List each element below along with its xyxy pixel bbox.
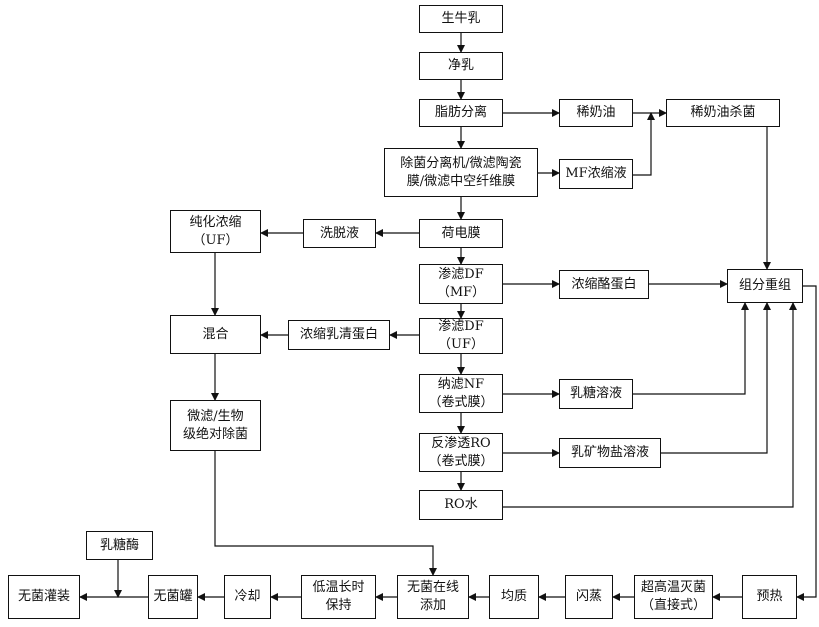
node-uht-sterilization: 超高温灭菌 （直接式） xyxy=(634,575,713,619)
node-eluate: 洗脱液 xyxy=(303,219,376,248)
node-reverse-osmosis: 反渗透RO （卷式膜） xyxy=(419,433,503,472)
node-aseptic-filling: 无菌灌装 xyxy=(8,575,80,619)
arrow-recombination-to-preheat xyxy=(796,285,817,601)
node-mixing: 混合 xyxy=(170,315,261,354)
node-clean-milk: 净乳 xyxy=(419,52,503,80)
node-lactase: 乳糖酶 xyxy=(86,531,153,560)
node-recombination: 组分重组 xyxy=(727,269,803,303)
arrow-mf-to-creamsterilization xyxy=(633,112,655,176)
node-charged-membrane: 荷电膜 xyxy=(419,219,503,248)
node-diafiltration-mf: 渗滤DF （MF） xyxy=(419,264,503,304)
arrow-mineral-to-recombination xyxy=(661,302,771,454)
node-lactose-solution: 乳糖溶液 xyxy=(559,379,633,409)
node-aseptic-inline-add: 无菌在线 添加 xyxy=(397,575,469,619)
node-micro-sterilization: 微滤/生物 级绝对除菌 xyxy=(170,400,261,451)
arrow-lactose-to-recombination xyxy=(633,302,749,395)
node-preheat: 预热 xyxy=(742,575,797,619)
node-raw-milk: 生牛乳 xyxy=(419,5,503,33)
node-purify-concentrate: 纯化浓缩 （UF） xyxy=(170,210,261,253)
arrow-rowater-to-recombination xyxy=(503,302,797,508)
node-ro-water: RO水 xyxy=(419,490,503,520)
node-low-temp-hold: 低温长时 保持 xyxy=(301,575,376,619)
arrow-microsterilization-to-inlineadd xyxy=(214,451,437,576)
node-aseptic-tank: 无菌罐 xyxy=(148,575,198,619)
node-mf-concentrate: MF浓缩液 xyxy=(559,159,633,189)
node-nanofiltration: 纳滤NF （卷式膜） xyxy=(419,374,503,413)
node-bacteria-removal: 除菌分离机/微滤陶瓷 膜/微滤中空纤维膜 xyxy=(384,148,538,197)
node-diafiltration-uf: 渗滤DF （UF） xyxy=(419,318,503,354)
node-homogenize: 均质 xyxy=(489,575,539,619)
node-whey-protein-concentrate: 浓缩乳清蛋白 xyxy=(288,320,390,350)
node-cream: 稀奶油 xyxy=(559,99,633,127)
node-cooling: 冷却 xyxy=(224,575,271,619)
node-cream-sterilization: 稀奶油杀菌 xyxy=(666,99,780,127)
node-flash-evaporation: 闪蒸 xyxy=(565,575,613,619)
node-mineral-solution: 乳矿物盐溶液 xyxy=(559,438,661,468)
node-casein-concentrate: 浓缩酪蛋白 xyxy=(559,270,649,299)
node-fat-separation: 脂肪分离 xyxy=(419,99,503,127)
